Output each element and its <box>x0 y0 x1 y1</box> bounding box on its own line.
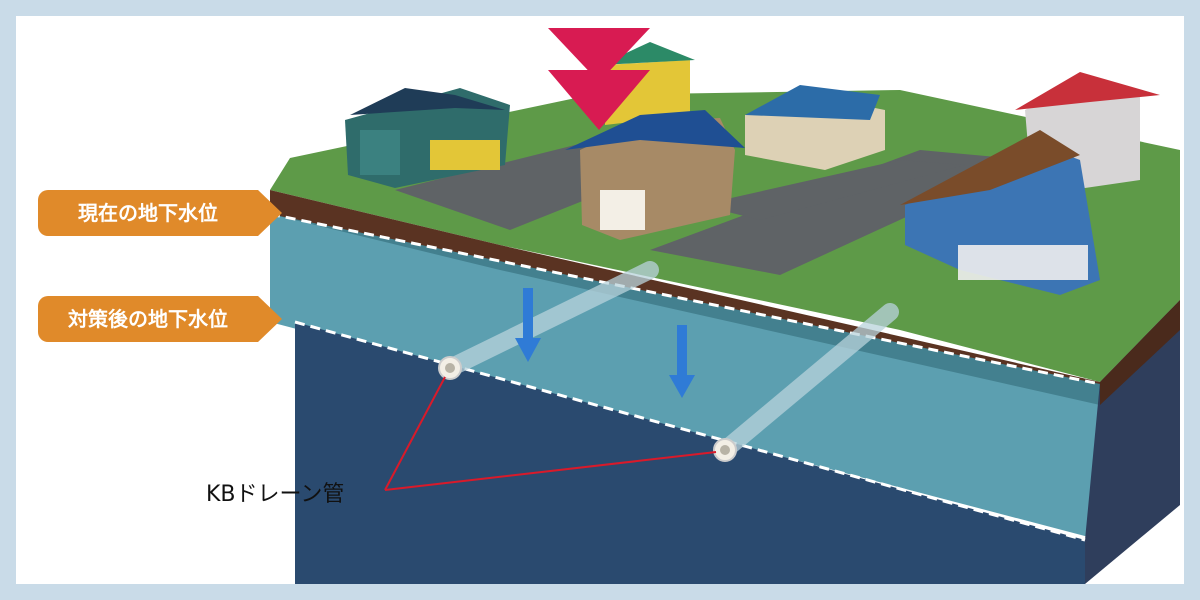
pipe-end-right-hole <box>720 445 730 455</box>
current-water-line <box>269 212 1101 386</box>
pipe-pointer-right <box>384 451 717 491</box>
road-cross <box>700 160 965 220</box>
current-water-level-label: 現在の地下水位 <box>38 190 282 236</box>
after-water-line <box>294 320 1086 542</box>
house-center <box>565 110 745 240</box>
side-soil <box>1100 300 1180 405</box>
down-arrow-icon <box>548 70 650 130</box>
house-beige <box>745 85 885 170</box>
pipe-end-left-hole <box>445 363 455 373</box>
drain-pipe-right <box>716 303 899 459</box>
water-flow-arrow-left <box>515 288 541 362</box>
house-blue <box>900 130 1100 295</box>
down-arrow-icon <box>548 28 650 82</box>
side-face <box>1085 300 1180 584</box>
pipe-pointer-left <box>384 376 446 491</box>
deep-zone <box>295 322 1085 584</box>
water-flow-arrow-right <box>669 325 695 398</box>
house-teal <box>345 88 510 188</box>
pipe-label: KBドレーン管 <box>206 482 345 507</box>
drain-pipe-left <box>441 261 659 377</box>
road-right <box>650 150 1030 275</box>
after-water-level-label: 対策後の地下水位 <box>38 296 282 342</box>
